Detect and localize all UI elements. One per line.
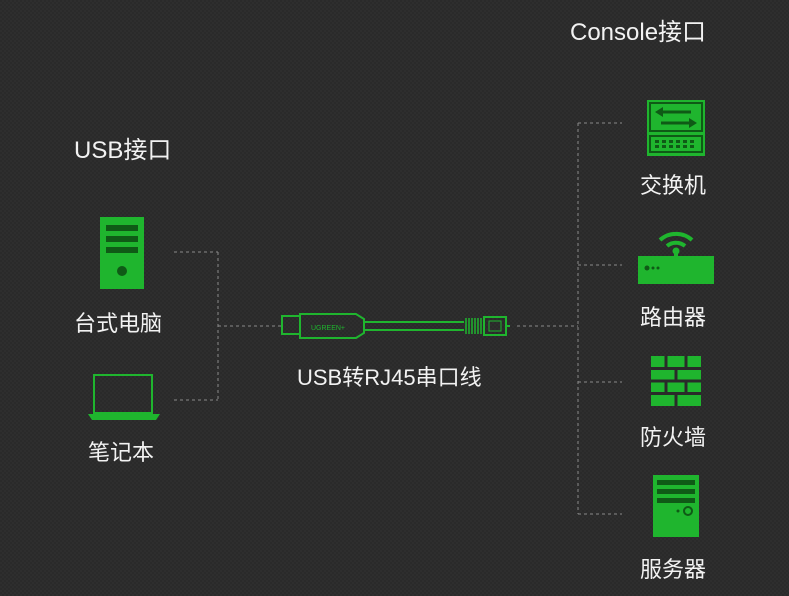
router-icon bbox=[638, 231, 714, 284]
usb-interface-heading: USB接口 bbox=[74, 137, 172, 164]
firewall-icon bbox=[651, 356, 701, 406]
router-label: 路由器 bbox=[640, 305, 707, 330]
laptop-label: 笔记本 bbox=[88, 440, 155, 465]
desktop-tower-icon bbox=[100, 217, 144, 289]
console-interface-heading: Console接口 bbox=[570, 19, 707, 46]
usb-to-rj45-cable-icon: UGREEN+ bbox=[281, 313, 510, 339]
server-icon bbox=[653, 475, 699, 537]
firewall-label: 防火墙 bbox=[640, 425, 707, 450]
server-label: 服务器 bbox=[640, 557, 707, 582]
cable-brand-text: UGREEN+ bbox=[311, 325, 345, 332]
desktop-label: 台式电脑 bbox=[74, 311, 163, 336]
laptop-icon bbox=[88, 374, 160, 420]
switch-label: 交换机 bbox=[640, 173, 707, 198]
cable-label: USB转RJ45串口线 bbox=[297, 365, 482, 390]
switch-icon bbox=[647, 100, 705, 156]
